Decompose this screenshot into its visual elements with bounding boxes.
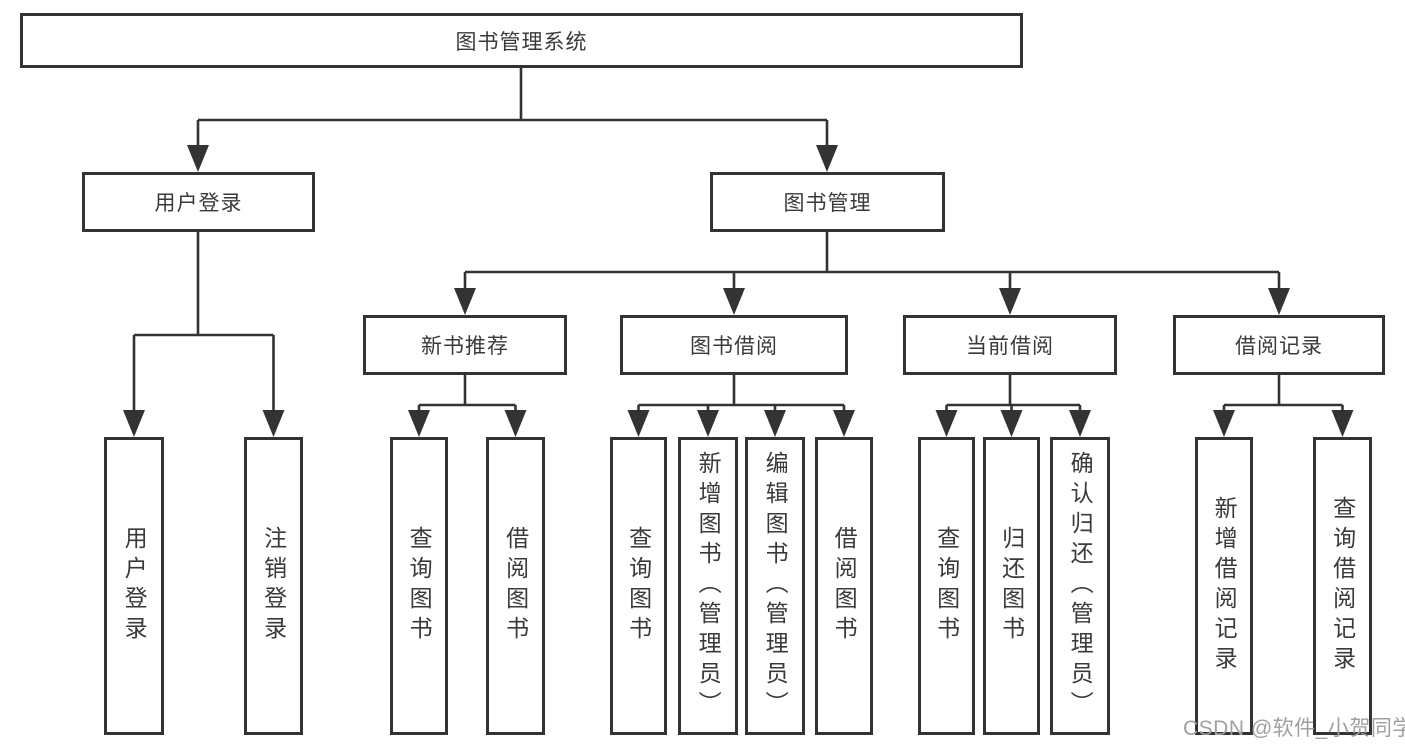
node-label: 图书管理 [783, 192, 872, 215]
node-label: 编辑图书（管理员） [762, 451, 789, 721]
node-new-book-recommendation: 新书推荐 [363, 315, 567, 375]
leaf-edit-book-admin: 编辑图书（管理员） [745, 437, 805, 735]
node-label: 查询借阅记录 [1329, 496, 1356, 676]
node-label: 归还图书 [998, 526, 1025, 646]
node-label: 新增图书（管理员） [695, 451, 722, 721]
node-label: 查询图书 [933, 526, 960, 646]
node-label: 注销登录 [260, 526, 287, 646]
node-label: 借阅图书 [502, 526, 529, 646]
node-current-borrowing: 当前借阅 [903, 315, 1117, 375]
node-label: 借阅记录 [1235, 335, 1323, 358]
node-label: 确认归还（管理员） [1067, 451, 1094, 721]
node-label: 图书借阅 [690, 335, 778, 358]
leaf-query-books-recommend: 查询图书 [390, 437, 448, 735]
leaf-confirm-return-admin: 确认归还（管理员） [1050, 437, 1110, 735]
leaf-borrow-books-recommend: 借阅图书 [486, 437, 545, 735]
node-user-login: 用户登录 [82, 172, 315, 232]
node-label: 当前借阅 [966, 335, 1054, 358]
node-book-management: 图书管理 [710, 172, 945, 232]
node-label: 查询图书 [625, 526, 652, 646]
leaf-add-book-admin: 新增图书（管理员） [678, 437, 738, 735]
node-label: 图书管理系统 [455, 30, 588, 54]
node-borrowing-records: 借阅记录 [1173, 315, 1385, 375]
leaf-query-books-current: 查询图书 [918, 437, 975, 735]
node-label: 用户登录 [154, 192, 243, 215]
node-label: 用户登录 [121, 526, 148, 646]
leaf-logout: 注销登录 [244, 437, 303, 735]
node-label: 新书推荐 [421, 335, 509, 358]
leaf-borrow-books-borrowing: 借阅图书 [815, 437, 873, 735]
leaf-user-login: 用户登录 [104, 437, 164, 735]
leaf-return-books: 归还图书 [983, 437, 1040, 735]
node-label: 查询图书 [406, 526, 433, 646]
node-label: 借阅图书 [831, 526, 858, 646]
leaf-add-borrow-record: 新增借阅记录 [1195, 437, 1253, 735]
node-book-borrowing: 图书借阅 [620, 315, 848, 375]
leaf-query-borrow-record: 查询借阅记录 [1313, 437, 1372, 735]
node-library-management-system: 图书管理系统 [20, 13, 1023, 68]
arrowhead-icons [123, 145, 1354, 437]
watermark: CSDN @软件_小贺同学 [1183, 717, 1405, 740]
leaf-query-books-borrowing: 查询图书 [610, 437, 667, 735]
node-label: 新增借阅记录 [1211, 496, 1238, 676]
